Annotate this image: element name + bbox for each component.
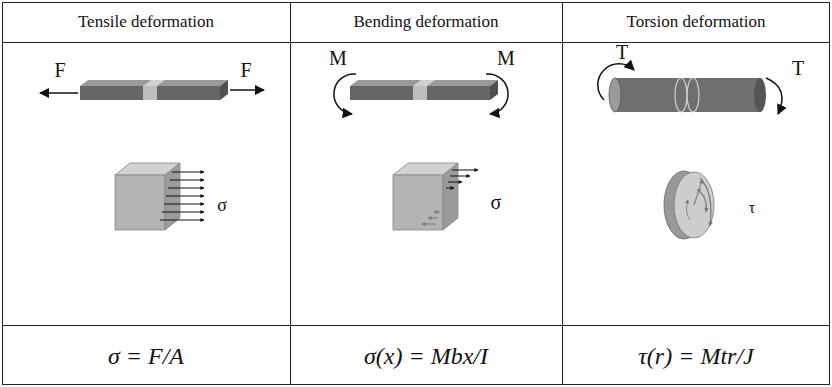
stress-arrows	[422, 170, 478, 224]
column-header: Torsion deformation	[626, 13, 765, 32]
bending-bar	[350, 80, 498, 100]
torque-arrow	[598, 64, 634, 100]
formula: σ(x) = Mbx/I	[364, 343, 488, 369]
stress-arrows	[160, 172, 204, 220]
moment-label: M	[497, 47, 515, 69]
shear-symbol: τ	[749, 199, 755, 217]
force-label: F	[240, 59, 251, 81]
moment-arrow	[486, 74, 508, 114]
stress-cube	[393, 163, 458, 230]
torque-label: T	[792, 57, 804, 79]
stress-symbol: σ	[217, 196, 227, 216]
tensile-bar	[80, 80, 228, 100]
torque-label: T	[616, 41, 628, 63]
torsion-shaft	[609, 78, 766, 112]
force-label: F	[54, 59, 65, 81]
column-header: Bending deformation	[354, 13, 499, 32]
moment-label: M	[329, 47, 347, 69]
shear-disc	[664, 171, 714, 239]
torque-arrow	[766, 78, 782, 114]
formula: τ(r) = Mtr/J	[638, 343, 753, 369]
force-arrow	[230, 89, 264, 91]
stress-symbol: σ	[491, 191, 502, 213]
moment-arrow	[334, 74, 356, 114]
column-header: Tensile deformation	[78, 13, 214, 32]
table-grid	[3, 3, 830, 385]
formula: σ = F/A	[108, 343, 184, 369]
force-arrow	[40, 92, 78, 94]
